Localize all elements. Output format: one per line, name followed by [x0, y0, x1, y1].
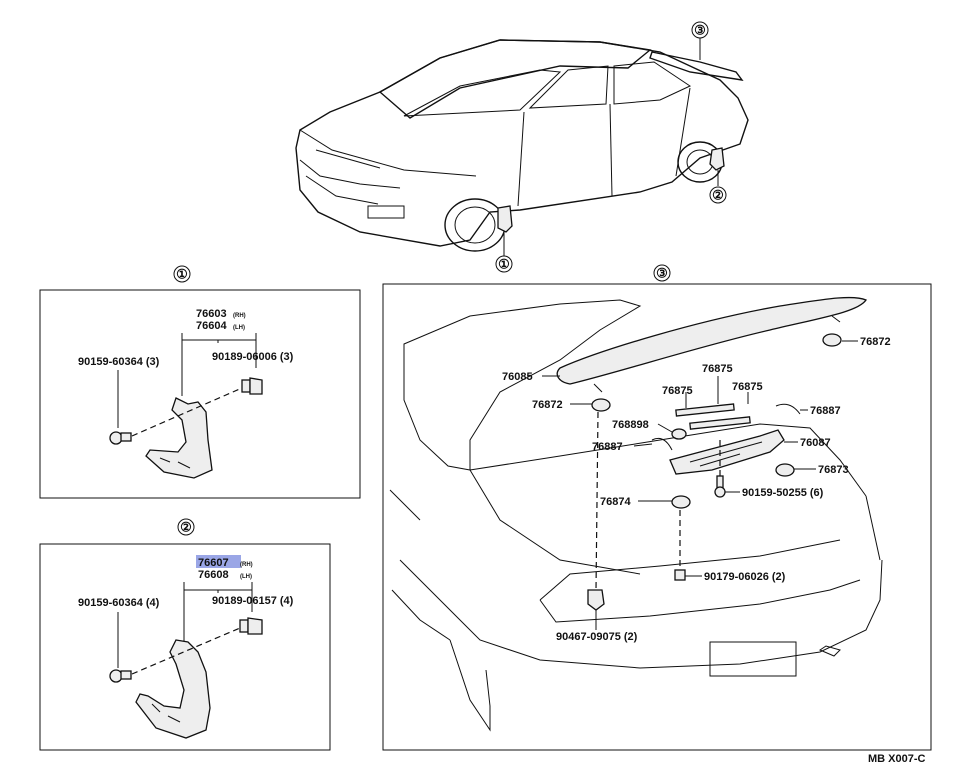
part-76603: 76603: [196, 308, 227, 320]
svg-text:(LH): (LH): [233, 325, 245, 331]
rear-spoiler-part: [556, 296, 867, 393]
part-76873: 76873: [818, 464, 849, 476]
part-76872: 76872: [860, 336, 891, 348]
part-grommet-90467-09075: 90467-09075 (2): [556, 631, 638, 643]
part-76607-selected[interactable]: 76607: [198, 557, 229, 569]
part-76087: 76087: [800, 437, 831, 449]
svg-text:(LH): (LH): [240, 574, 252, 580]
panel-3-frame: [382, 283, 932, 751]
svg-text:①: ①: [498, 257, 510, 272]
callout-3-car: ③: [691, 21, 709, 39]
panel-3-leaders: [542, 340, 858, 630]
panel-1-callout: ①: [173, 265, 191, 283]
part-screw-90159-60364: 90159-60364 (3): [78, 356, 160, 368]
part-768898: 768898: [612, 419, 649, 431]
svg-text:③: ③: [656, 266, 668, 281]
panel-3-labels: 76085 76872 76872 76875 76875 76875 7688…: [502, 336, 891, 643]
svg-text:②: ②: [712, 188, 724, 203]
panel-1-drawing: [109, 333, 263, 479]
part-bolt-90159-50255: 90159-50255 (6): [742, 487, 824, 499]
part-76085: 76085: [502, 371, 533, 383]
part-76887: 76887: [592, 441, 623, 453]
part-76875: 76875: [662, 385, 693, 397]
part-76887: 76887: [810, 405, 841, 417]
panel-3-small-parts: [587, 333, 842, 611]
part-76604: 76604: [196, 320, 227, 332]
panel-2-frame: [39, 543, 331, 751]
part-clip-90189-06157: 90189-06157 (4): [212, 595, 294, 607]
car-overview-illustration: [295, 38, 749, 256]
panel-3-trunk-illustration: [389, 299, 883, 732]
part-76608: 76608: [198, 569, 229, 581]
part-76874: 76874: [600, 496, 631, 508]
part-76875: 76875: [732, 381, 763, 393]
part-clip-90189-06006: 90189-06006 (3): [212, 351, 294, 363]
panel-2-callout: ②: [177, 518, 195, 536]
part-screw-90159-60364: 90159-60364 (4): [78, 597, 160, 609]
callout-1-car: ①: [495, 255, 513, 273]
diagram-code: MB X007-C: [868, 753, 926, 765]
svg-text:②: ②: [180, 520, 192, 535]
panel-1-labels: 76603 (RH) 76604 (LH) 90159-60364 (3) 90…: [78, 308, 294, 368]
panel-3-callout: ③: [653, 264, 671, 282]
svg-text:③: ③: [694, 23, 706, 38]
svg-text:(RH): (RH): [240, 562, 253, 568]
svg-text:(RH): (RH): [233, 313, 246, 319]
panel-2-drawing: [109, 582, 263, 739]
panel-1-frame: [39, 289, 361, 499]
svg-text:①: ①: [176, 267, 188, 282]
part-76875: 76875: [702, 363, 733, 375]
callout-2-car: ②: [709, 186, 727, 204]
part-nut-90179-06026: 90179-06026 (2): [704, 571, 786, 583]
panel-2-labels: 76607 (RH) 76608 (LH) 90159-60364 (4) 90…: [78, 555, 294, 609]
selected-part-highlight: [196, 555, 241, 568]
part-76872: 76872: [532, 399, 563, 411]
